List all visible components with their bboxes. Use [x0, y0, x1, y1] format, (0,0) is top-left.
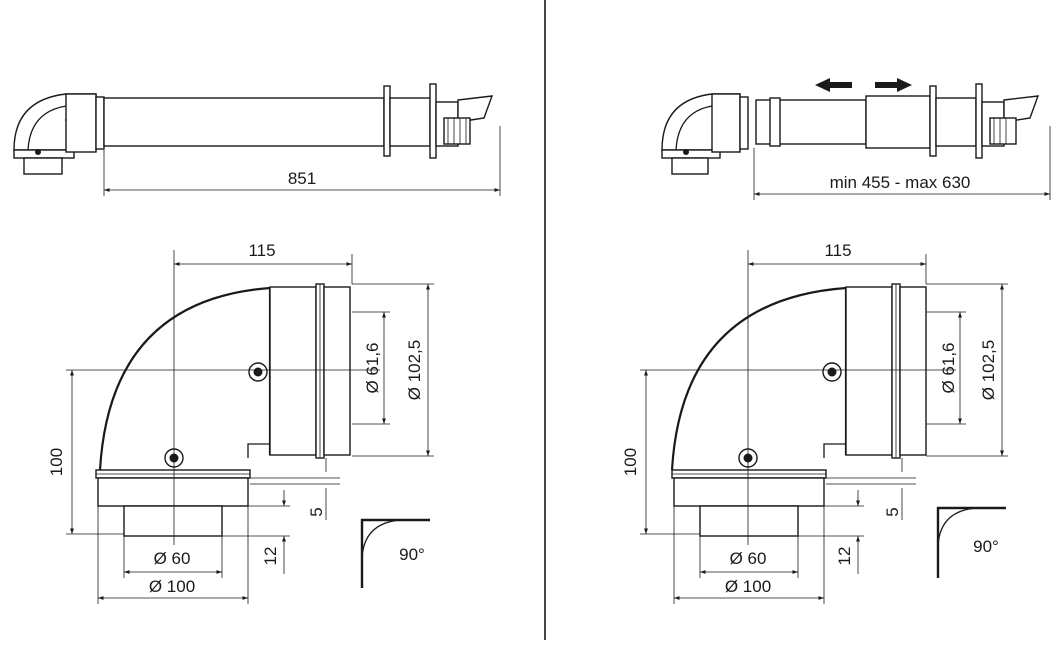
right-angle-label: 90°: [973, 537, 999, 556]
right-spigot-dimension: 12: [835, 547, 854, 566]
left-outer-diameter: Ø 100: [149, 577, 195, 596]
left-spigot-dimension: 12: [261, 547, 280, 566]
right-outer-diameter: Ø 100: [725, 577, 771, 596]
right-height-dimension: 100: [621, 448, 640, 476]
left-height-dimension: 100: [47, 448, 66, 476]
left-bore-inner-dimension: Ø 61,6: [363, 342, 382, 393]
right-bore-inner-dimension: Ø 61,6: [939, 342, 958, 393]
right-bore-outer-dimension: Ø 102,5: [979, 340, 998, 401]
left-flue-kit-drawing: [13, 83, 501, 196]
left-inner-diameter: Ø 60: [154, 549, 191, 568]
left-offset-dimension: 5: [307, 507, 326, 516]
right-elbow-detail: [640, 250, 1008, 604]
right-inner-diameter: Ø 60: [730, 549, 767, 568]
right-offset-dimension: 5: [883, 507, 902, 516]
right-width-dimension: 115: [824, 241, 851, 260]
right-length-dimension: min 455 - max 630: [830, 173, 971, 192]
left-angle-label: 90°: [399, 545, 425, 564]
right-flue-kit-drawing: [661, 78, 1051, 200]
left-elbow-detail: [66, 250, 434, 604]
left-width-dimension: 115: [248, 241, 275, 260]
left-length-dimension: 851: [288, 169, 316, 188]
left-bore-outer-dimension: Ø 102,5: [405, 340, 424, 401]
